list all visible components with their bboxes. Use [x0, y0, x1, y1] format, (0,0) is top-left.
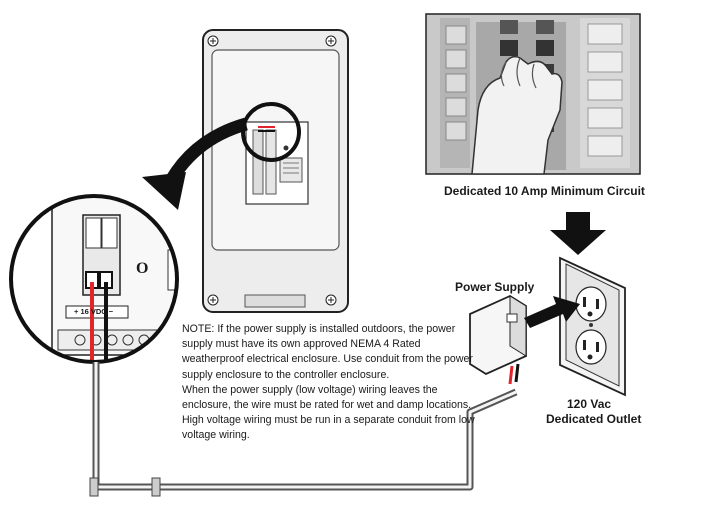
curved-arrow-head [142, 172, 186, 210]
wall-outlet [559, 256, 626, 397]
controller-mark: O [136, 260, 149, 277]
note-paragraph: When the power supply (low voltage) wiri… [182, 383, 472, 412]
arrow-right-icon [524, 296, 580, 328]
arrow-down-icon [550, 212, 606, 255]
circuit-label: Dedicated 10 Amp Minimum Circuit [444, 184, 645, 198]
breaker-panel [425, 13, 641, 175]
magnified-terminal-view [11, 196, 177, 362]
outlet-label-dedicated: Dedicated Outlet [546, 412, 642, 426]
terminal-polarity-label: + 16 VDC − [74, 307, 114, 316]
controller-enclosure [202, 29, 349, 313]
outlet-label-voltage: 120 Vac [567, 397, 612, 411]
installation-note: NOTE: If the power supply is installed o… [182, 322, 482, 444]
note-paragraph: High voltage wiring must be run in a sep… [182, 414, 475, 442]
note-paragraph: NOTE: If the power supply is installed o… [182, 323, 473, 381]
power-supply-label: Power Supply [455, 280, 535, 294]
power-supply [469, 294, 527, 385]
hand-icon [471, 55, 563, 175]
